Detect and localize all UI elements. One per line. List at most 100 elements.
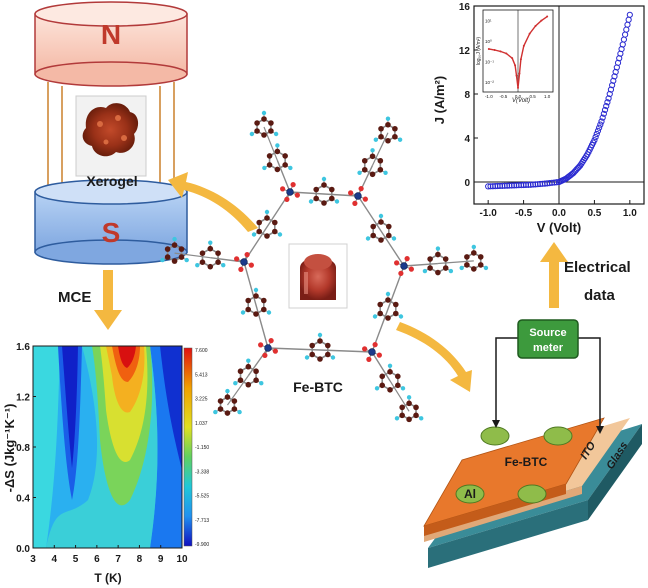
mof-outer-ring xyxy=(233,358,264,388)
inset-y-tick-label: 10⁻² xyxy=(485,80,494,85)
heatmap-ylabel: -ΔS (Jkg⁻¹K⁻¹) xyxy=(2,404,17,493)
mof-carbon-atom xyxy=(207,263,214,270)
jv-data-point xyxy=(591,137,598,144)
mof-carbon-atom xyxy=(435,251,441,258)
mof-carbon-atom xyxy=(378,219,384,225)
mof-bond xyxy=(210,256,245,263)
jv-data-point xyxy=(592,133,599,141)
inset-y-tick-label: 10¹ xyxy=(485,18,492,23)
fe-btc-jar-photo xyxy=(288,243,348,309)
mof-bond xyxy=(243,261,269,349)
inset-data-point xyxy=(493,48,496,51)
mof-iron-atom xyxy=(400,262,408,270)
jv-series xyxy=(485,11,633,190)
mof-outer-ring xyxy=(374,363,406,393)
mof-hydrogen-atom xyxy=(277,232,283,237)
mof-hydrogen-atom xyxy=(261,110,267,116)
colorbar-tick-label: -9.900 xyxy=(195,542,209,548)
mof-carbon-atom xyxy=(321,182,327,188)
mof-carbon-atom xyxy=(471,266,477,272)
jv-data-point xyxy=(600,110,607,117)
mof-hydrogen-atom xyxy=(304,355,310,360)
mof-carbon-atom xyxy=(271,228,278,235)
mof-carbon-atom xyxy=(164,246,171,252)
mof-carbon-atom xyxy=(264,233,270,239)
entropy-heatmap: 7.6005.4133.2251.037-1.150-3.338-5.525-7… xyxy=(2,342,209,585)
magnet-rods xyxy=(47,82,175,194)
mof-carbon-atom xyxy=(282,153,288,159)
mof-hydrogen-atom xyxy=(422,268,428,274)
north-label: N xyxy=(101,19,121,50)
mof-oxygen-atom xyxy=(272,348,278,354)
mof-carbon-atom xyxy=(309,342,316,349)
inset-x-tick-label: -1.0 xyxy=(485,94,493,99)
mof-carbon-atom xyxy=(253,368,259,375)
mof-hydrogen-atom xyxy=(195,262,200,268)
mof-carbon-atom xyxy=(215,259,221,265)
mof-carbon-atom xyxy=(379,382,386,389)
mof-carbon-atom xyxy=(377,310,384,317)
mof-oxygen-atom xyxy=(408,266,414,272)
mof-bond xyxy=(267,347,373,353)
mof-carbon-atom xyxy=(261,116,267,122)
mof-bond xyxy=(289,191,359,197)
jv-data-point xyxy=(605,95,612,102)
mof-carbon-atom xyxy=(317,338,323,344)
mof-oxygen-atom xyxy=(238,266,244,272)
inset-data-point xyxy=(514,64,517,67)
mof-outer-ring xyxy=(160,236,189,264)
mof-carbon-atom xyxy=(471,250,477,256)
mof-hydrogen-atom xyxy=(372,314,378,319)
mof-outer-ring xyxy=(394,395,424,423)
xerogel-image xyxy=(82,103,139,157)
jv-y-tick-label: 12 xyxy=(459,46,471,57)
mof-hydrogen-atom xyxy=(259,381,264,386)
inset-data-point xyxy=(518,72,521,75)
mof-linker-ring xyxy=(240,287,272,317)
mof-carbon-atom xyxy=(268,120,274,126)
mof-carbon-atom xyxy=(171,258,178,264)
mof-bond xyxy=(437,260,474,265)
mof-carbon-atom xyxy=(178,246,185,252)
mof-hydrogen-atom xyxy=(370,148,375,153)
mof-carbon-atom xyxy=(387,369,393,375)
mof-label: Fe-BTC xyxy=(293,379,343,395)
mof-structure xyxy=(160,110,489,423)
xerogel-label: Xerogel xyxy=(86,173,137,189)
jv-x-tick-label: -1.0 xyxy=(480,208,498,219)
mof-oxygen-atom xyxy=(294,192,300,198)
electrical-label: Electrical xyxy=(564,259,631,276)
mof-carbon-atom xyxy=(370,232,377,239)
mof-oxygen-atom xyxy=(376,352,382,358)
mof-hydrogen-atom xyxy=(365,236,371,241)
mof-bond xyxy=(371,265,405,353)
mof-bond xyxy=(174,252,211,259)
mof-carbon-atom xyxy=(395,382,401,389)
mof-linker-ring xyxy=(372,291,404,321)
mof-carbon-atom xyxy=(385,223,392,230)
mof-carbon-atom xyxy=(395,373,401,380)
mof-bond xyxy=(247,347,269,377)
mof-oxygen-atom xyxy=(258,342,264,348)
mof-hydrogen-atom xyxy=(225,388,230,394)
mof-carbon-atom xyxy=(324,342,331,349)
mof-carbon-atom xyxy=(282,162,288,168)
mof-hydrogen-atom xyxy=(246,358,251,363)
mof-hydrogen-atom xyxy=(391,236,397,241)
mof-bond xyxy=(371,351,391,382)
mof-hydrogen-atom xyxy=(385,291,391,297)
mof-oxygen-atom xyxy=(366,356,372,362)
mof-carbon-atom xyxy=(260,306,267,313)
mof-outer-ring xyxy=(195,240,226,270)
mof-carbon-atom xyxy=(379,373,386,380)
mof-hydrogen-atom xyxy=(448,268,454,274)
mof-carbon-atom xyxy=(464,254,470,260)
mof-hydrogen-atom xyxy=(321,176,327,182)
mof-carbon-atom xyxy=(207,245,214,252)
mof-hydrogen-atom xyxy=(383,170,388,175)
mof-carbon-atom xyxy=(328,186,335,193)
heatmap-y-tick-label: 0.4 xyxy=(16,494,30,505)
mof-carbon-atom xyxy=(442,265,449,271)
mof-hydrogen-atom xyxy=(237,409,242,415)
